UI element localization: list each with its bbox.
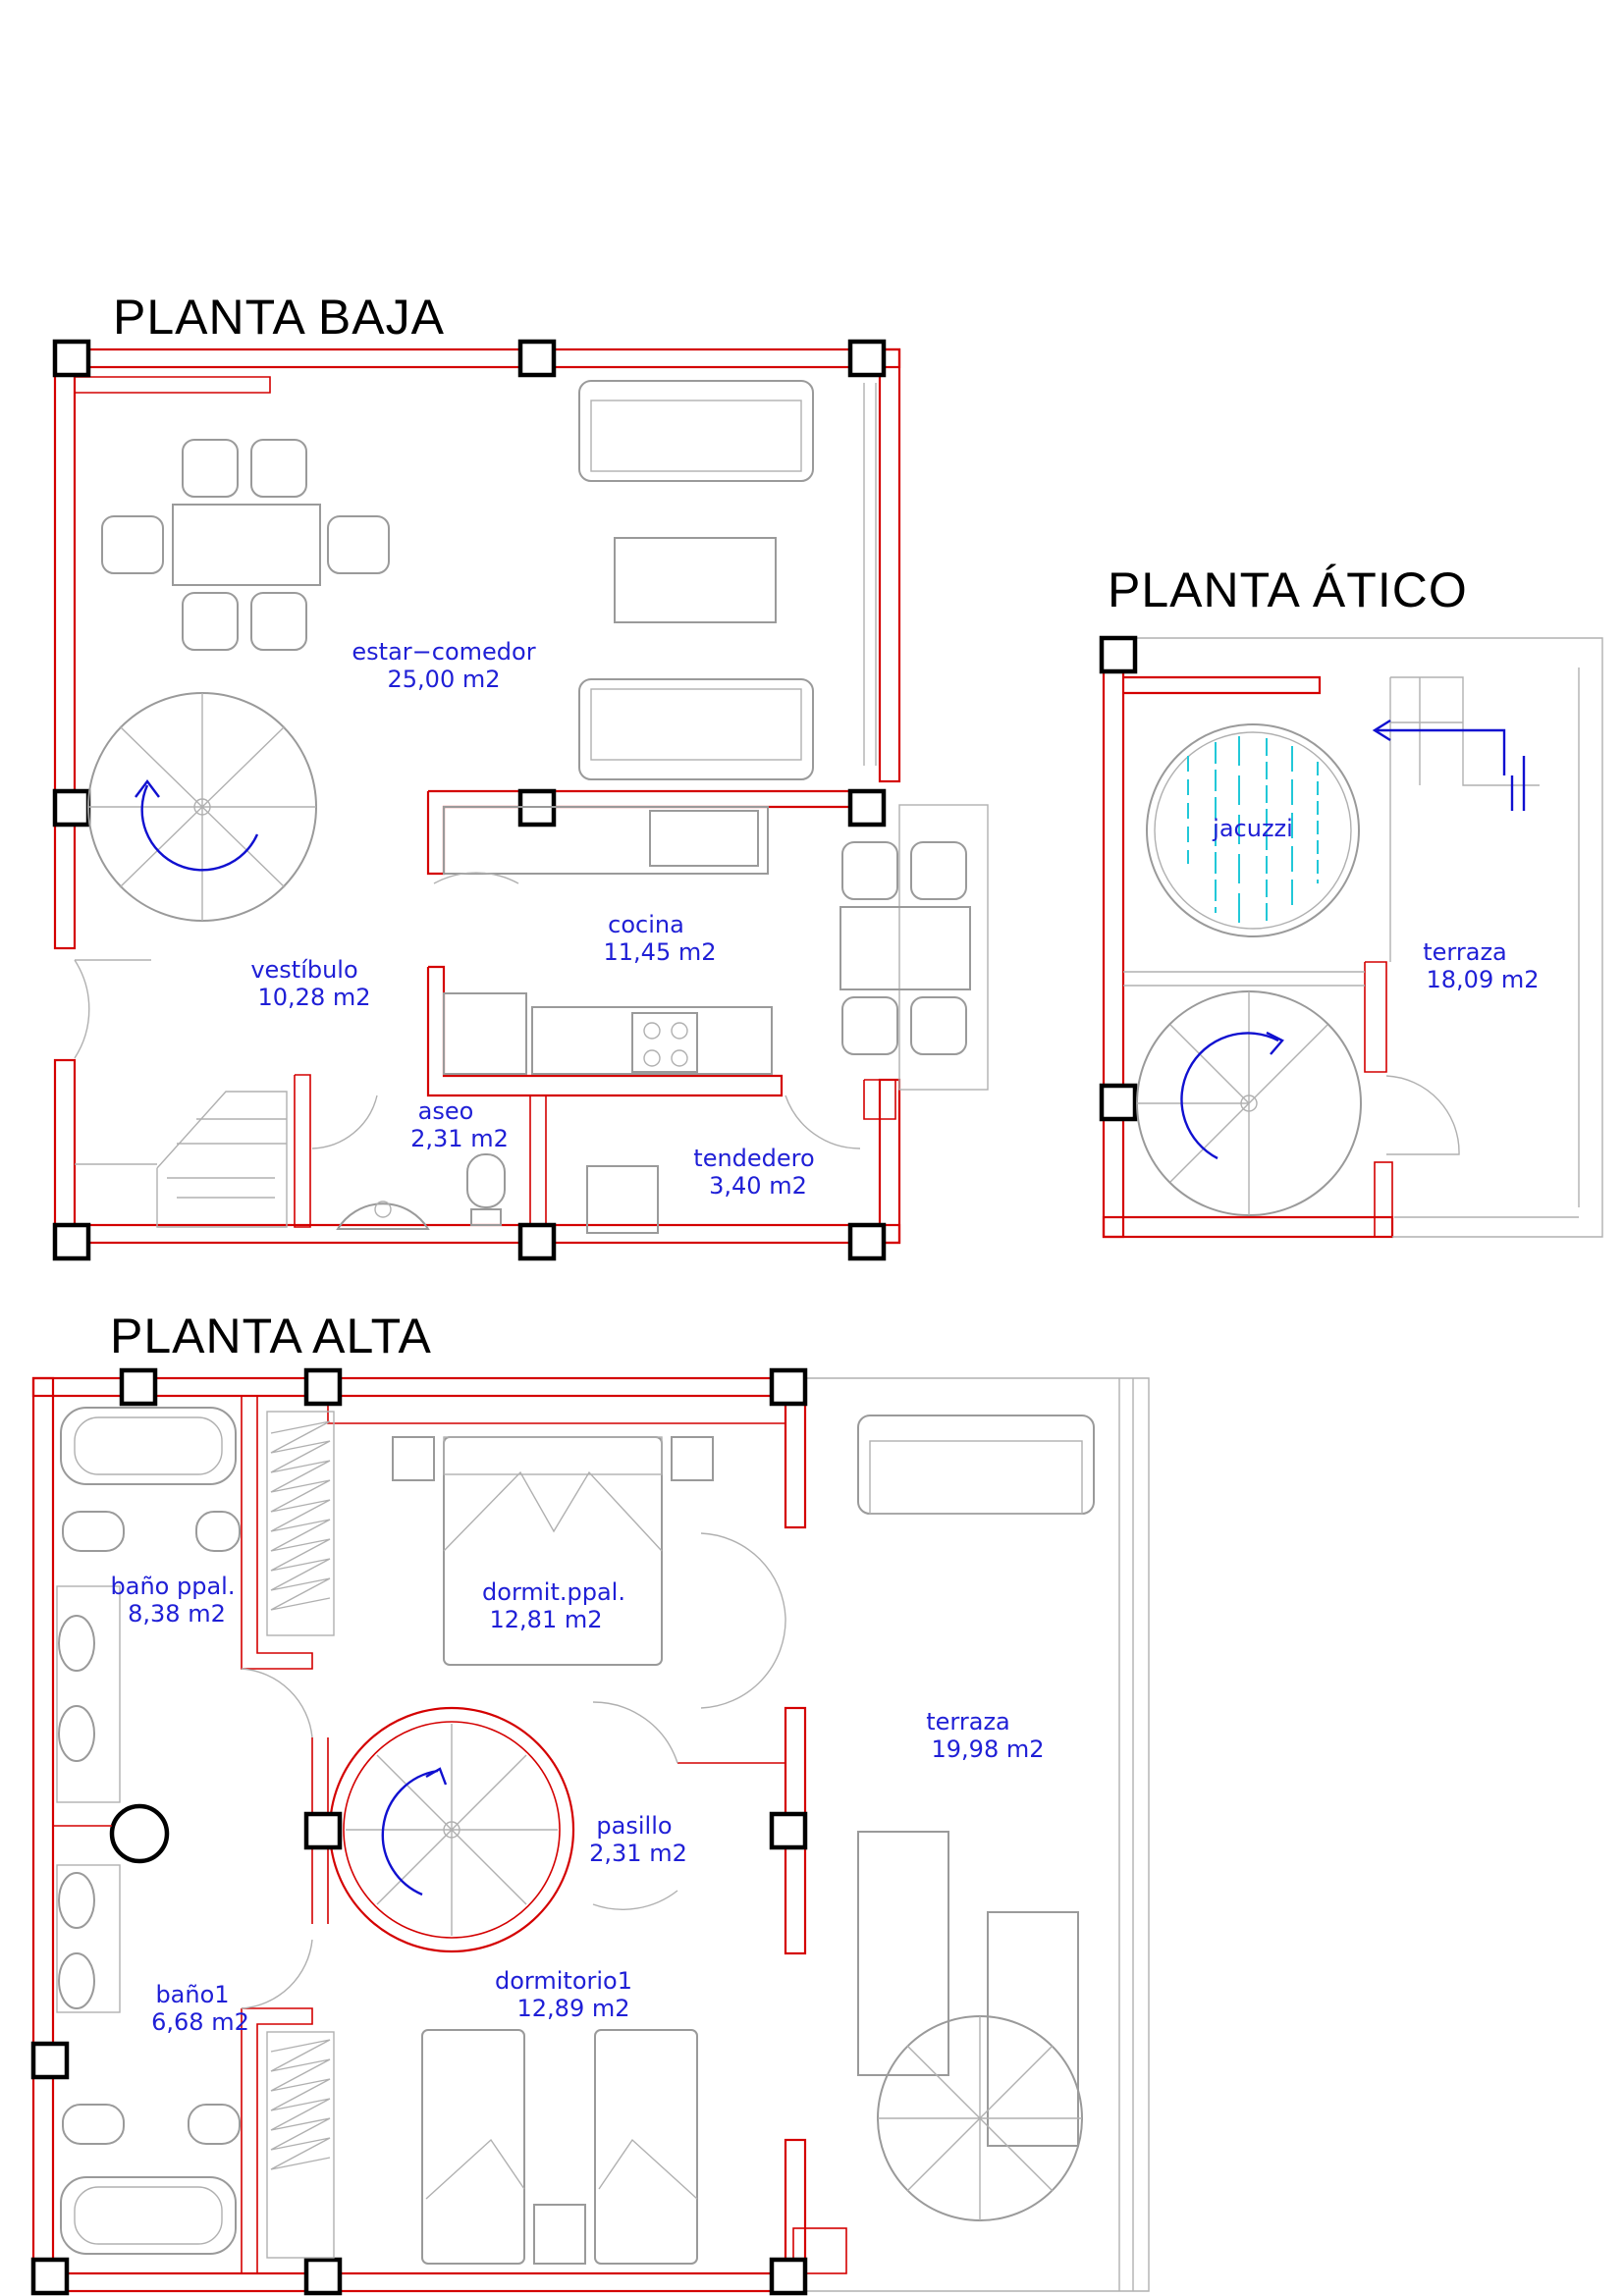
- room-name-jacuzzi: jacuzzi: [1212, 815, 1293, 842]
- room-name-terraza-alta: terraza: [926, 1708, 1010, 1735]
- room-area-aseo: 2,31 m2: [410, 1125, 509, 1152]
- title-planta-alta: PLANTA ALTA: [110, 1308, 432, 1363]
- room-area-vestibulo: 10,28 m2: [258, 984, 371, 1011]
- lower-stair-icon: [75, 1091, 288, 1228]
- room-name-dormitorio1: dormitorio1: [495, 1967, 632, 1995]
- stair-arrow-icon: [140, 784, 259, 872]
- room-area-cocina: 11,45 m2: [604, 938, 717, 966]
- title-planta-atico: PLANTA ÁTICO: [1108, 562, 1468, 617]
- room-name-terraza-atico: terraza: [1423, 938, 1507, 966]
- room-area-dormit-ppal: 12,81 m2: [490, 1606, 603, 1633]
- room-name-aseo: aseo: [418, 1097, 474, 1125]
- atico-stair-arrow-icon: [1375, 728, 1506, 775]
- room-name-bano1: baño1: [155, 1981, 229, 2008]
- alta-spiral-stair-icon: [346, 1724, 558, 1936]
- room-area-tendedero: 3,40 m2: [709, 1172, 807, 1200]
- title-planta-baja: PLANTA BAJA: [113, 290, 445, 345]
- bathtub-icon: [60, 1407, 237, 2255]
- bedroom-door-icon: [700, 1532, 786, 1709]
- parasol-icon: [877, 2015, 1083, 2221]
- washbasin-icon: [336, 1201, 430, 1230]
- sun-lounger-icon: [857, 1831, 1079, 2147]
- room-name-vestibulo: vestíbulo: [250, 956, 357, 984]
- kitchen-table-icon: [839, 841, 971, 1055]
- kitchen-counter-icon: [443, 806, 773, 1075]
- room-area-bano1: 6,68 m2: [151, 2008, 249, 2036]
- planta-atico-pillars: [1099, 635, 1138, 1122]
- atico-stair-icon: [1372, 676, 1540, 811]
- sofa-icon: [578, 380, 814, 780]
- room-area-pasillo: 2,31 m2: [589, 1840, 687, 1867]
- room-name-pasillo: pasillo: [596, 1812, 672, 1840]
- planta-alta-pillars: [30, 1367, 808, 2296]
- planta-alta-plan: baño ppal. 8,38 m2 dormit.ppal. 12,81 m2…: [30, 1367, 1150, 2296]
- toilet-icon: [466, 1153, 506, 1226]
- room-area-bano-ppal: 8,38 m2: [128, 1600, 226, 1628]
- room-name-dormit-ppal: dormit.ppal.: [482, 1578, 625, 1606]
- bano1-door-icon: [241, 1939, 313, 2009]
- planta-atico-plan: jacuzzi terraza 18,09 m2: [1099, 635, 1603, 1239]
- room-area-terraza-alta: 19,98 m2: [932, 1735, 1045, 1763]
- room-name-estar-comedor: estar−comedor: [352, 638, 535, 666]
- room-name-bano-ppal: baño ppal.: [111, 1573, 236, 1600]
- washbasin-icon: [56, 1585, 121, 2013]
- bano-door-icon: [241, 1668, 313, 1738]
- room-name-cocina: cocina: [608, 911, 684, 938]
- pasillo-door-icon: [592, 1701, 678, 1764]
- spiral-stair-icon: [87, 692, 317, 922]
- atico-door-icon: [1385, 1075, 1460, 1155]
- dining-table-icon: [101, 439, 390, 651]
- terrace-sofa-icon: [857, 1415, 1095, 1515]
- aseo-door-icon: [311, 1095, 378, 1149]
- washing-machine-icon: [586, 1165, 659, 1234]
- double-bed-icon: [392, 1436, 714, 1666]
- kitchen-door-icon: [433, 872, 519, 884]
- toilet-icon: [62, 1511, 241, 2145]
- twin-beds-icon: [421, 2029, 698, 2265]
- tendedero-door-icon: [785, 1095, 861, 1149]
- entrance-door-icon: [74, 959, 151, 1059]
- room-area-terraza-atico: 18,09 m2: [1427, 966, 1540, 993]
- dormitorio1-door-icon: [592, 1890, 678, 1910]
- room-area-dormitorio1: 12,89 m2: [517, 1995, 630, 2022]
- planta-baja-plan: estar−comedor 25,00 m2 cocina 11,45 m2 v…: [52, 339, 989, 1261]
- planta-alta-walls: [31, 1376, 1150, 2293]
- jacuzzi-icon: [1146, 723, 1360, 937]
- atico-spiral-stair-icon: [1136, 990, 1362, 1216]
- room-name-tendedero: tendedero: [693, 1145, 814, 1172]
- room-area-estar-comedor: 25,00 m2: [388, 666, 501, 693]
- wardrobe-icon: [266, 1411, 335, 2259]
